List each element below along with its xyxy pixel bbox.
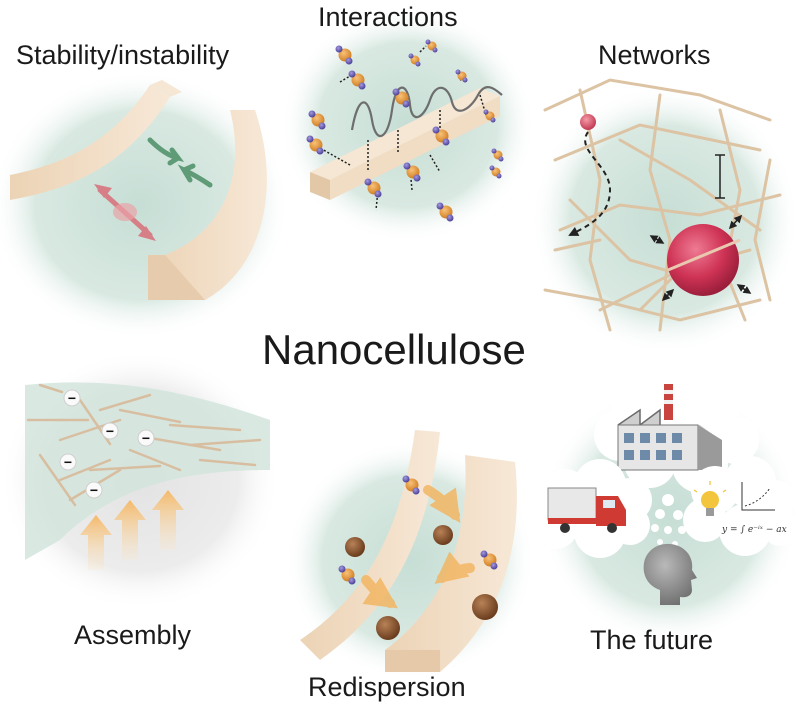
diffusion-path <box>568 131 612 236</box>
label-assembly: Assembly <box>74 620 192 650</box>
lightbulb-icon <box>693 481 727 516</box>
panel-networks <box>530 78 800 355</box>
panel-future: y = ∫ e⁻ⁱˣ − ax <box>531 365 800 645</box>
thought-cloud-icon <box>683 456 798 556</box>
svg-text:−: − <box>142 430 150 446</box>
label-networks: Networks <box>598 40 711 70</box>
equation-text: y = ∫ e⁻ⁱˣ − ax <box>721 525 787 535</box>
brown-particle <box>345 537 365 557</box>
fluctuation-arrows <box>649 214 752 302</box>
negative-charges: − − − − − <box>59 389 155 499</box>
interactions-fiber <box>310 88 500 180</box>
svg-text:−: − <box>68 390 76 406</box>
graph-icon <box>741 482 775 511</box>
assembly-up-arrows <box>80 490 184 570</box>
redispersion-fiber-left <box>300 430 440 660</box>
panel-redispersion <box>285 430 535 680</box>
polymer-chain <box>350 85 503 138</box>
center-title: Nanocellulose <box>262 326 526 373</box>
brown-particle <box>433 525 453 545</box>
label-stability: Stability/instability <box>16 40 230 70</box>
factory-icon <box>617 384 722 471</box>
brown-particle <box>472 594 498 620</box>
svg-text:−: − <box>90 482 98 498</box>
svg-text:−: − <box>106 423 114 439</box>
brown-particle <box>376 616 400 640</box>
svg-text:−: − <box>64 454 72 470</box>
panel-assembly: − − − − − <box>0 350 280 610</box>
head-silhouette-icon <box>643 543 697 605</box>
stability-fiber-right <box>148 110 267 300</box>
truck-icon <box>547 487 626 533</box>
label-redispersion: Redispersion <box>308 672 466 702</box>
thought-bubbles <box>651 494 686 547</box>
attraction-arrow <box>147 137 185 166</box>
small-particle <box>580 114 596 130</box>
panel-interactions <box>280 7 536 243</box>
redispersion-arrows <box>361 485 475 609</box>
label-future: The future <box>590 625 714 655</box>
stability-fiber-left <box>10 85 170 200</box>
scale-bar <box>715 154 725 199</box>
label-interactions: Interactions <box>318 2 458 32</box>
panel-stability <box>0 70 290 340</box>
large-sphere <box>667 224 739 296</box>
